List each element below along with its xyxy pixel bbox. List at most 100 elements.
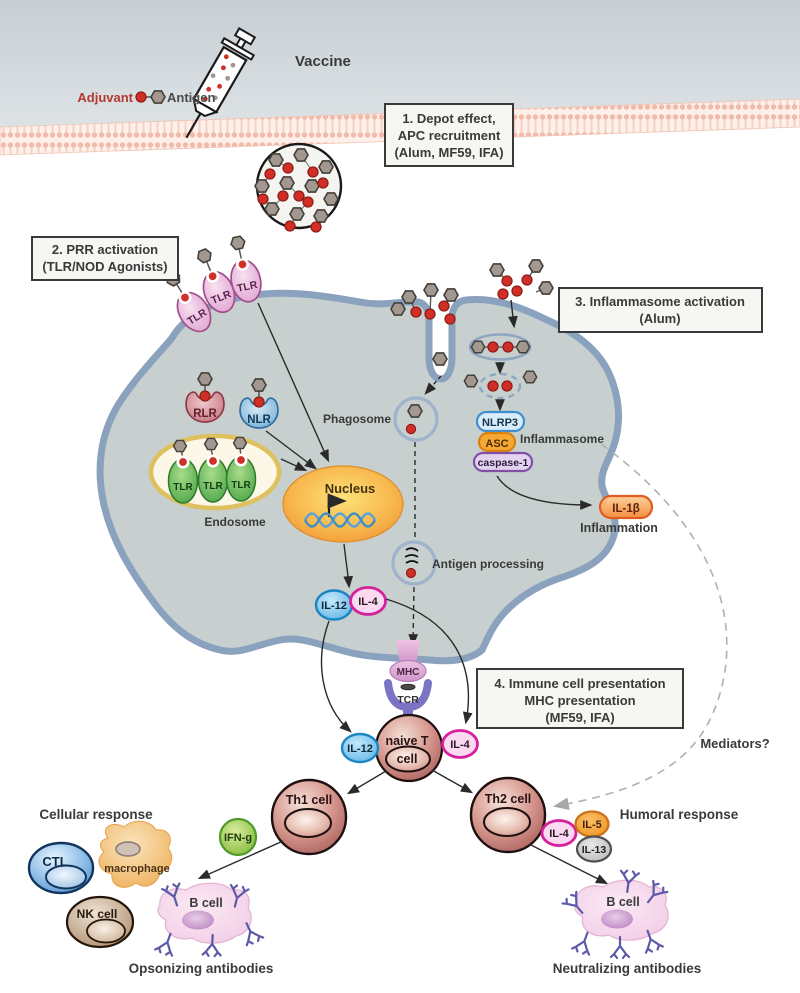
tlr-label: TLR — [236, 279, 259, 295]
opsonizing-label: Opsonizing antibodies — [129, 961, 274, 976]
phagosome — [393, 396, 439, 442]
inflammasome-label: Inflammasome — [520, 432, 604, 446]
peptide-icon — [400, 683, 416, 691]
antigen-hexagon-icon — [150, 90, 166, 104]
mhc-stalk — [396, 640, 420, 664]
nucleus-label: Nucleus — [325, 481, 376, 496]
inflammation-label: Inflammation — [580, 521, 658, 535]
nlrp3-label: NLRP3 — [482, 417, 518, 429]
nucleus: Nucleus — [282, 465, 404, 543]
tlr-label: TLR — [203, 481, 223, 492]
il1b-label: IL-1β — [612, 503, 639, 515]
endosome-label: Endosome — [204, 515, 266, 529]
th1-label: Th1 cell — [286, 793, 333, 807]
needle — [185, 112, 202, 139]
box-prr-activation: 2. PRR activation (TLR/NOD Agonists) — [31, 236, 179, 281]
dna-helix-icon — [303, 512, 377, 528]
tlr-label: TLR — [231, 480, 251, 491]
inflammasome-complex: NLRP3 ASC caspase-1 Inflammasome — [472, 410, 604, 473]
arrow-to-th2 — [431, 769, 474, 794]
b-cell-nucleus — [182, 910, 214, 930]
mediators-path — [552, 443, 728, 811]
il12-label: IL-12 — [321, 600, 347, 612]
antigen-hexagon-icon — [407, 404, 423, 418]
antigen-hexagon-icon — [172, 439, 188, 453]
antigen-hexagon-icon — [197, 372, 213, 386]
box-depot-effect: 1. Depot effect, APC recruitment (Alum, … — [384, 103, 514, 167]
il1b-pill: IL-1β — [598, 494, 654, 520]
b-cell-left: B cell — [153, 881, 265, 958]
antigen-hexagon-icon — [251, 378, 267, 392]
processed-antigen-icon — [404, 547, 419, 564]
humoral-response-label: Humoral response — [620, 807, 739, 822]
endosome-tlr-1: TLR — [167, 439, 199, 504]
nlr-receptor: NLR — [239, 378, 279, 429]
tlr-label: TLR — [173, 482, 193, 493]
arrow-th1-to-bcell — [197, 840, 284, 879]
uptake-vesicle — [468, 333, 532, 361]
box1-line2: APC recruitment — [398, 128, 501, 143]
rlr-label: RLR — [193, 408, 217, 420]
cellular-response-label: Cellular response — [39, 807, 153, 822]
il13-pill: IL-13 — [575, 835, 613, 863]
neutralizing-label: Neutralizing antibodies — [553, 961, 702, 976]
mediators-label: Mediators? — [700, 736, 769, 751]
macrophage-label: macrophage — [104, 863, 169, 875]
membrane-tlr-2: TLR — [194, 246, 236, 314]
antigen-processing-vesicle — [391, 540, 437, 586]
phagosome-label: Phagosome — [323, 412, 391, 426]
b-cell-right: B cell — [560, 868, 670, 960]
box1-line3: (Alum, MF59, IFA) — [394, 145, 503, 160]
th2-cell: Th2 cell — [469, 776, 547, 854]
ifng-pill: IFN-g — [218, 817, 258, 857]
ifng-label: IFN-g — [224, 832, 252, 844]
legend-antigen-label: Antigen — [167, 90, 215, 105]
adjuvant-dot-icon — [199, 390, 211, 402]
il4-label: IL-4 — [549, 828, 569, 840]
box-inflammasome-activation: 3. Inflammasome activation (Alum) — [558, 287, 763, 333]
asc-label: ASC — [485, 438, 508, 450]
b-cell-label: B cell — [189, 896, 222, 910]
signaling-arrows — [257, 302, 354, 589]
mhc-complex: MHC — [389, 640, 427, 691]
il13-label: IL-13 — [582, 844, 607, 856]
antigen-in-pit — [432, 352, 448, 366]
legend-adjuvant-label: Adjuvant — [77, 90, 133, 105]
nk-label: NK cell — [77, 907, 118, 921]
th2-label: Th2 cell — [485, 792, 532, 806]
il4-pill-upper: IL-4 — [349, 586, 387, 616]
antigen-hexagon-icon — [203, 437, 219, 451]
box2-line2: (TLR/NOD Agonists) — [42, 259, 167, 274]
particle-cluster-endocytosis — [390, 283, 459, 366]
adjuvant-dot-icon — [405, 567, 417, 579]
il12-pill-lower: IL-12 — [340, 732, 380, 764]
il4-pill-lower: IL-4 — [441, 729, 479, 759]
box4-line2: MHC presentation — [524, 693, 635, 708]
b-cell-label: B cell — [606, 895, 639, 909]
macrophage-cell: macrophage — [98, 820, 173, 888]
syringe — [185, 27, 257, 139]
transcription-arrow-icon — [327, 493, 347, 517]
endosome-tlr-2: TLR — [197, 437, 229, 503]
arrow-caspase-to-il1b — [496, 475, 593, 510]
caspase1-pill — [472, 451, 534, 473]
arrow-cluster-to-vesicle — [508, 299, 518, 329]
il12-label: IL-12 — [347, 743, 373, 755]
il12-pill-upper: IL-12 — [314, 589, 354, 621]
vaccine-label: Vaccine — [295, 53, 351, 70]
naive-t-cell: naive T cell — [374, 713, 444, 783]
il4-label: IL-4 — [358, 596, 378, 608]
box3-line1: 3. Inflammasome activation — [575, 294, 745, 309]
box3-line2: (Alum) — [639, 311, 680, 326]
ctl-cell: CTL — [27, 841, 95, 895]
ctl-label: CTL — [42, 854, 67, 869]
tcr-label: TCR — [397, 694, 419, 706]
nlrp3-pill — [475, 410, 526, 433]
box-immune-presentation: 4. Immune cell presentation MHC presenta… — [476, 668, 684, 729]
arrow-il12-down — [320, 620, 352, 733]
asc-pill — [477, 431, 517, 453]
macrophage-nucleus — [115, 841, 141, 857]
dashed-arrow-to-mhc — [408, 586, 419, 647]
il4-label: IL-4 — [450, 739, 470, 751]
legend: Adjuvant Antigen — [77, 90, 215, 105]
